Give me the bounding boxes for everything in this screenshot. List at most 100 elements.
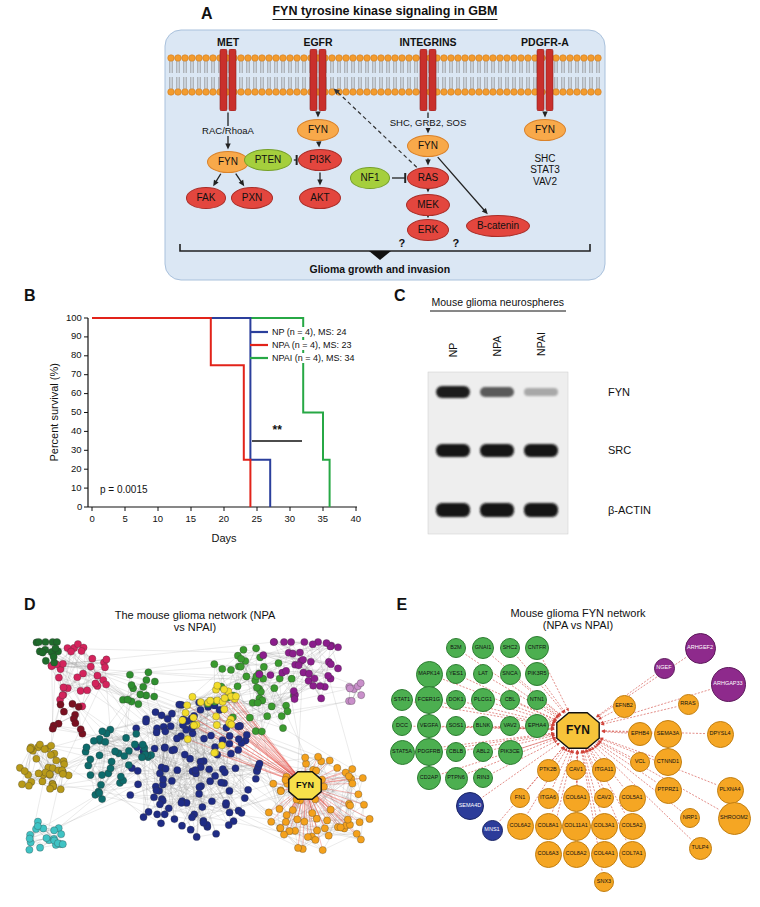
network-dot xyxy=(174,767,181,774)
lipid-tail xyxy=(256,61,257,73)
network-link xyxy=(40,651,330,760)
lipid-tail xyxy=(400,77,401,89)
network-link xyxy=(102,725,217,775)
lipid-head xyxy=(238,89,245,96)
network-dot xyxy=(102,738,109,745)
network-dot xyxy=(218,779,225,786)
lipid-tail xyxy=(354,61,355,73)
lipid-tail xyxy=(347,77,348,89)
network-dot xyxy=(184,736,191,743)
network-link xyxy=(217,700,305,785)
tick xyxy=(84,507,88,508)
network-link xyxy=(192,778,363,817)
network-dot xyxy=(279,725,286,732)
lipid-head xyxy=(588,55,595,62)
network-link xyxy=(137,747,157,814)
lipid-head xyxy=(581,89,588,96)
lipid-head xyxy=(168,55,175,62)
lipid-tail xyxy=(179,77,180,89)
network-link xyxy=(188,691,229,739)
network-dot xyxy=(252,645,259,652)
network-link xyxy=(137,747,215,776)
tick xyxy=(92,507,93,511)
lipid-head xyxy=(385,55,392,62)
network-link xyxy=(163,779,197,837)
fyn-links xyxy=(182,686,369,851)
network-dot xyxy=(226,809,233,816)
lipid-head xyxy=(455,55,462,62)
network-link xyxy=(295,662,329,699)
network-link xyxy=(52,666,323,850)
lipid-head xyxy=(245,55,252,62)
network-dot xyxy=(222,800,229,807)
lipid-head xyxy=(504,55,511,62)
lipid-tail xyxy=(480,61,481,73)
bracket xyxy=(180,244,590,251)
lipid-tail xyxy=(305,77,306,89)
lipid-tail xyxy=(466,61,467,73)
lipid-tail xyxy=(400,61,401,73)
lipid-tail xyxy=(375,61,376,73)
lipid-tail xyxy=(533,77,534,89)
lipid-head xyxy=(280,55,287,62)
lipid-tail xyxy=(253,77,254,89)
lipid-tail xyxy=(190,77,191,89)
network-dot xyxy=(237,655,244,662)
network-link xyxy=(146,695,337,767)
network-link xyxy=(182,720,305,785)
network-link xyxy=(100,687,144,755)
network-link xyxy=(154,697,195,771)
network-dot xyxy=(227,750,234,757)
network-dot xyxy=(161,744,168,751)
lipid-tail xyxy=(396,77,397,89)
lipid-head xyxy=(413,89,420,96)
network-link xyxy=(130,795,162,801)
network-dot xyxy=(345,773,352,780)
network-dot xyxy=(186,755,193,762)
lipid-tail xyxy=(477,77,478,89)
network-link xyxy=(42,653,288,782)
lipid-tail xyxy=(463,77,464,89)
lipid-tail xyxy=(305,61,306,73)
lipid-tail xyxy=(354,77,355,89)
lipid-tail xyxy=(200,61,201,73)
network-dot xyxy=(196,790,203,797)
network-link xyxy=(187,691,228,705)
network-link xyxy=(71,652,106,685)
lipid-tail xyxy=(445,61,446,73)
lipid-tail xyxy=(337,61,338,73)
lipid-tail xyxy=(515,77,516,89)
lipid-tail xyxy=(365,61,366,73)
network-dot xyxy=(243,731,250,738)
network-link xyxy=(129,656,238,751)
lipid-tail xyxy=(578,61,579,73)
lipid-head xyxy=(525,55,532,62)
lipid-tail xyxy=(183,77,184,89)
network-dot xyxy=(122,734,129,741)
band xyxy=(524,503,558,517)
network-dot xyxy=(307,658,314,665)
lipid-tail xyxy=(253,61,254,73)
lipid-tail xyxy=(501,77,502,89)
network-link xyxy=(90,759,102,799)
network-link xyxy=(144,753,228,825)
lipid-tail xyxy=(403,77,404,89)
network-link xyxy=(105,667,110,729)
network-link xyxy=(186,713,305,785)
network-dot xyxy=(334,644,341,651)
network-dot xyxy=(161,811,168,818)
network-dot xyxy=(321,825,328,832)
band xyxy=(436,386,470,398)
lipid-tail xyxy=(372,77,373,89)
lipid-tail xyxy=(536,61,537,73)
lipid-tail xyxy=(179,61,180,73)
network-dot xyxy=(60,691,67,698)
lipid-tail xyxy=(459,61,460,73)
network-link xyxy=(172,750,286,822)
legend-line xyxy=(250,357,268,359)
lipid-tail xyxy=(571,77,572,89)
network-link xyxy=(228,691,305,785)
network-dot xyxy=(125,762,132,769)
lipid-tail xyxy=(214,77,215,89)
tick xyxy=(84,336,88,337)
